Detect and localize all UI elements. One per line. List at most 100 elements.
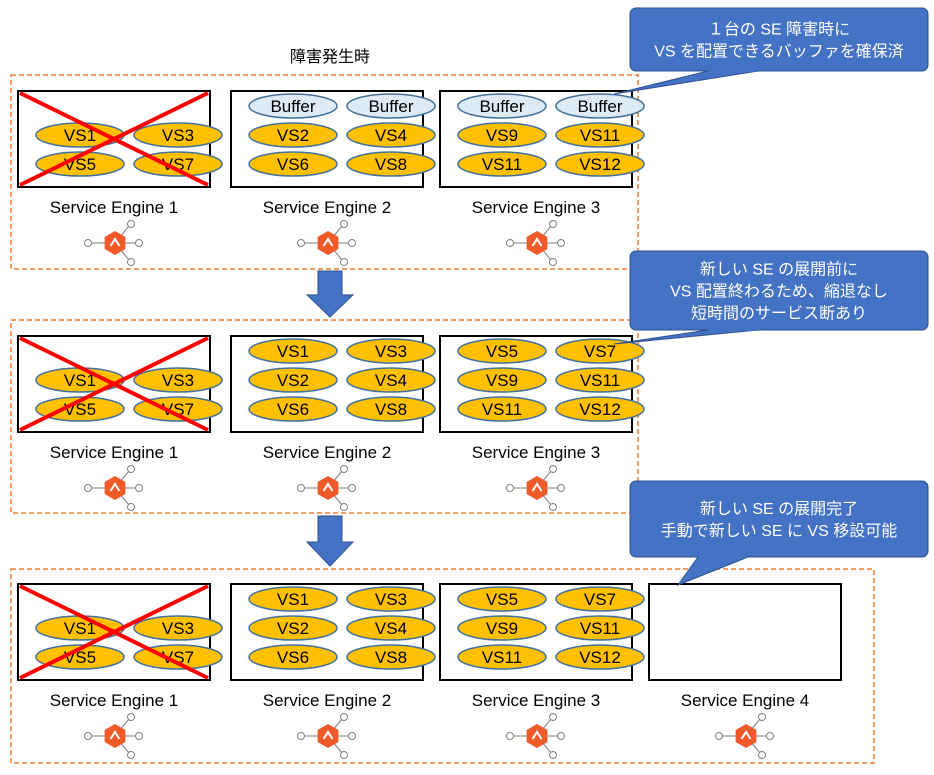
failure-cross-line: [19, 91, 209, 187]
vs-slot: [555, 338, 645, 364]
vs-slot: [346, 396, 436, 422]
engine-name: Service Engine 1: [50, 198, 179, 217]
slot-label: VS11: [482, 648, 522, 667]
stage-frame: [10, 568, 875, 764]
callout-box: [629, 480, 929, 558]
vs-slot: [555, 615, 645, 641]
vs-slot: [457, 151, 547, 177]
vs-slot: [133, 367, 223, 393]
slot-label: Buffer: [479, 97, 524, 116]
vs-slot: [457, 586, 547, 612]
vs-slot: [555, 122, 645, 148]
slot-label: VS8: [375, 155, 407, 174]
buffer-slot: [248, 93, 338, 119]
slot-label: VS7: [162, 648, 194, 667]
vs-slot: [555, 367, 645, 393]
engine-name: Service Engine 2: [263, 691, 392, 710]
slot-label: VS5: [486, 342, 518, 361]
vs-slot: [555, 644, 645, 670]
buffer-slot: [555, 93, 645, 119]
callout-box: [629, 7, 929, 72]
slot-label: VS1: [277, 590, 309, 609]
service-engine-hexagon-icon: [506, 220, 565, 266]
vs-slot: [457, 122, 547, 148]
vs-slot: [248, 615, 338, 641]
buffer-slot: [457, 93, 547, 119]
slot-label: VS6: [277, 400, 309, 419]
buffer-slot: [346, 93, 436, 119]
failure-cross-line: [19, 336, 209, 432]
down-arrow-icon: [305, 515, 355, 567]
slot-label: VS12: [579, 400, 621, 419]
slot-label: VS9: [486, 126, 518, 145]
vs-slot: [133, 615, 223, 641]
slot-label: VS3: [375, 342, 407, 361]
callout-tail: [613, 329, 759, 345]
callout-box: [629, 250, 929, 331]
slot-label: VS5: [486, 590, 518, 609]
slot-label: VS1: [64, 126, 96, 145]
service-engine-hexagon-icon: [84, 713, 143, 759]
slot-label: VS7: [162, 400, 194, 419]
vs-slot: [457, 338, 547, 364]
diagram-title: 障害発生時: [290, 48, 370, 66]
service-engine-hexagon-icon: [297, 465, 356, 511]
vs-slot: [346, 586, 436, 612]
slot-label: VS12: [579, 648, 621, 667]
slot-label: VS3: [162, 371, 194, 390]
vs-slot: [35, 396, 125, 422]
slot-label: VS2: [277, 371, 309, 390]
service-engine-hexagon-icon: [84, 465, 143, 511]
slot-label: VS6: [277, 648, 309, 667]
slot-label: VS9: [486, 371, 518, 390]
engine-name: Service Engine 4: [681, 691, 810, 710]
slot-label: Buffer: [368, 97, 413, 116]
down-arrow-icon: [305, 270, 355, 318]
callout-line: １台の SE 障害時に: [708, 21, 850, 39]
callout-tail: [676, 556, 749, 587]
vs-slot: [35, 151, 125, 177]
callout-line: 手動で新しい SE に VS 移設可能: [661, 522, 897, 540]
slot-label: VS7: [584, 590, 616, 609]
vs-slot: [248, 396, 338, 422]
service-engine-hexagon-icon: [297, 713, 356, 759]
vs-slot: [346, 122, 436, 148]
engine-name: Service Engine 3: [472, 198, 601, 217]
vs-slot: [346, 644, 436, 670]
vs-slot: [346, 151, 436, 177]
callout-line: VS 配置終わるため、縮退なし: [670, 283, 888, 301]
engine-box: [648, 583, 842, 681]
slot-label: VS3: [162, 126, 194, 145]
slot-label: VS4: [375, 371, 407, 390]
slot-label: VS1: [64, 619, 96, 638]
slot-label: VS1: [277, 342, 309, 361]
slot-label: VS11: [580, 619, 620, 638]
engine-name: Service Engine 3: [472, 691, 601, 710]
slot-label: VS7: [162, 155, 194, 174]
vs-slot: [35, 644, 125, 670]
slot-label: VS3: [162, 619, 194, 638]
slot-label: VS1: [64, 371, 96, 390]
service-engine-4: Service Engine 4: [648, 583, 842, 759]
vs-slot: [555, 586, 645, 612]
vs-slot: [457, 367, 547, 393]
vs-slot: [346, 367, 436, 393]
callout-line: 新しい SE の展開完了: [700, 500, 858, 518]
vs-slot: [248, 151, 338, 177]
engine-name: Service Engine 2: [263, 198, 392, 217]
slot-label: VS3: [375, 590, 407, 609]
callout-line: 短時間のサービス断あり: [691, 305, 867, 323]
slot-label: VS4: [375, 126, 407, 145]
slot-label: VS9: [486, 619, 518, 638]
